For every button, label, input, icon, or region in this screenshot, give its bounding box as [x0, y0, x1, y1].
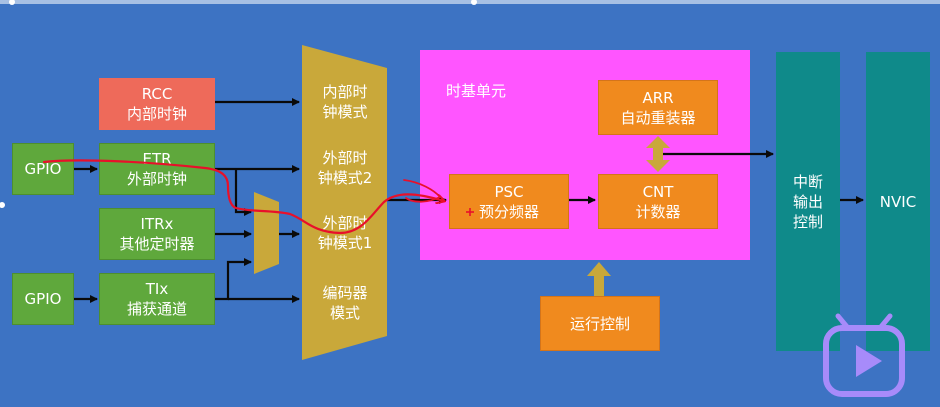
tix-box: TIx 捕获通道	[99, 273, 215, 325]
itrx-title: ITRx	[140, 215, 174, 233]
etr-subtitle: 外部时钟	[126, 170, 187, 188]
psc-title: PSC	[494, 182, 524, 201]
mode-internal-line1: 内部时	[322, 83, 368, 101]
gpio-tix-label: GPIO	[24, 290, 62, 308]
nvic-label: NVIC	[879, 192, 917, 211]
selection-handle-center	[471, 0, 477, 5]
mode-internal-line2: 钟模式	[322, 103, 368, 121]
run-control-up-arrow	[587, 262, 611, 296]
mode-ext1-line2: 钟模式1	[317, 234, 373, 252]
tix-title: TIx	[145, 280, 169, 298]
nvic-box: NVIC	[866, 52, 930, 351]
psc-box: PSC 预分频器	[449, 174, 569, 229]
mode-ext2-line1: 外部时	[322, 149, 368, 167]
arr-box: ARR 自动重装器	[598, 80, 718, 135]
interrupt-output-control-box: 中断 输出 控制	[776, 52, 840, 351]
bilibili-tv-logo-icon	[823, 313, 905, 397]
cnt-box: CNT 计数器	[598, 174, 718, 229]
cnt-subtitle: 计数器	[635, 202, 681, 221]
mode-encoder-line2: 模式	[329, 304, 360, 322]
arr-cnt-double-arrow	[646, 136, 670, 172]
interrupt-line3: 控制	[792, 212, 823, 231]
arr-title: ARR	[642, 88, 674, 107]
mode-encoder-line1: 编码器	[322, 284, 368, 302]
mode-external-clock-2: 外部时 钟模式2	[305, 148, 385, 188]
psc-subtitle: 预分频器	[478, 202, 539, 221]
crosshair-cursor-icon	[466, 208, 474, 216]
gpio-etr-label: GPIO	[24, 160, 62, 178]
itrx-box: ITRx 其他定时器	[99, 208, 215, 260]
run-control-label: 运行控制	[569, 314, 630, 333]
red-annotation-scribble	[403, 179, 442, 203]
interrupt-line1: 中断	[792, 172, 823, 191]
clock-mode-mux-shape	[302, 45, 387, 360]
mode-internal-clock: 内部时 钟模式	[305, 82, 385, 122]
cnt-title: CNT	[642, 182, 674, 201]
arrow-etr-to-mux	[234, 169, 252, 216]
selection-handle-left	[9, 0, 15, 5]
rcc-box: RCC 内部时钟	[99, 78, 215, 130]
timebase-title: 时基单元	[446, 82, 507, 100]
arr-subtitle: 自动重装器	[620, 108, 696, 127]
mode-encoder: 编码器 模式	[305, 283, 385, 323]
itrx-subtitle: 其他定时器	[119, 235, 195, 253]
mode-external-clock-1: 外部时 钟模式1	[305, 213, 385, 253]
mode-ext1-line1: 外部时	[322, 214, 368, 232]
selection-handle-side	[0, 202, 5, 208]
gpio-tix-box: GPIO	[12, 273, 74, 325]
top-edge-strip	[0, 0, 940, 4]
run-control-box: 运行控制	[540, 296, 660, 351]
gpio-etr-box: GPIO	[12, 143, 74, 195]
mode-ext2-line2: 钟模式2	[317, 169, 373, 187]
rcc-subtitle: 内部时钟	[126, 105, 187, 123]
interrupt-line2: 输出	[792, 192, 823, 211]
tix-subtitle: 捕获通道	[126, 300, 187, 318]
arrow-tix-to-mux	[215, 258, 252, 301]
red-annotation-path	[42, 159, 444, 235]
rcc-title: RCC	[141, 85, 173, 103]
